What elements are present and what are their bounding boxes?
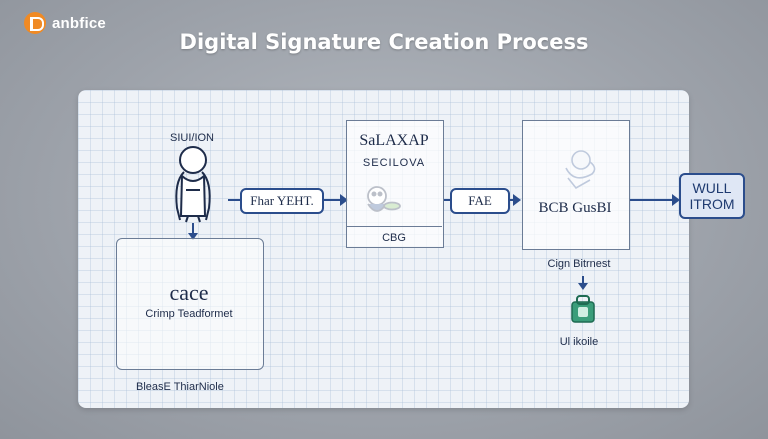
salaxap-subtitle: SECILOVA bbox=[362, 157, 426, 169]
output-line1: WULL bbox=[692, 180, 732, 196]
bcb-title: BCB GusBI bbox=[538, 200, 612, 216]
cace-box bbox=[116, 238, 264, 370]
user-label: SIUI/ION bbox=[170, 132, 215, 144]
cace-title: cace bbox=[169, 280, 209, 305]
salaxap-footer: CBG bbox=[382, 232, 406, 244]
arrow-label-fae: FAE bbox=[450, 188, 510, 214]
sign-label: Cign Bitrnest bbox=[547, 258, 611, 270]
bcb-box bbox=[522, 120, 630, 250]
user-figure-icon bbox=[175, 146, 211, 223]
page-title: Digital Signature Creation Process bbox=[179, 30, 589, 54]
diagram-panel: SIUI/ION cace Crimp Teadformet BleasE Th… bbox=[78, 90, 689, 408]
salaxap-title: SaLAXAP bbox=[359, 132, 429, 149]
arrow-label-fhar: Fhar YEHT. bbox=[240, 188, 324, 214]
cace-subtitle: Crimp Teadformet bbox=[145, 308, 233, 320]
output-line2: ITROM bbox=[689, 196, 735, 212]
secure-lock-icon bbox=[571, 295, 595, 323]
brand-logo-icon bbox=[24, 12, 46, 34]
brand-name: anbfice bbox=[52, 14, 106, 32]
footer-label: BleasE ThiarNiole bbox=[136, 381, 224, 393]
output-pill: WULL ITROM bbox=[679, 173, 745, 219]
ui-label: Ul ikoile bbox=[559, 336, 599, 348]
brand-logo: anbfice bbox=[24, 12, 106, 34]
